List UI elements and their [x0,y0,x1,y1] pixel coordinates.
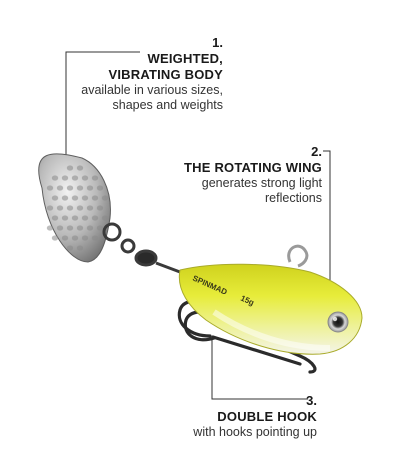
blade-dimple [91,175,99,181]
blade-dimple [81,235,89,241]
callout-number: 1. [212,35,223,50]
blade-dimple [66,165,74,171]
blade-dimple [71,175,79,181]
blade-dimple [101,215,109,221]
blade-dimple [76,245,84,251]
leader-line-3 [211,340,308,400]
blade-dimple [61,215,69,221]
blade-dimple [56,205,64,211]
blade-dimple [91,215,99,221]
callout-title-line: WEIGHTED, [147,50,223,66]
blade-dimple [76,165,84,171]
blade-dimple [71,195,79,201]
blade-dimple [46,205,54,211]
blade-dimple [96,185,104,191]
leader-line-1 [65,51,140,190]
blade-dimples [46,165,109,251]
blade-dimple [96,205,104,211]
blade-dimple [56,225,64,231]
blade-dimple [51,215,59,221]
blade-dimple [86,205,94,211]
blade-dimple [56,185,64,191]
blade-dimple [46,185,54,191]
blade-dimple [96,225,104,231]
callout-desc-line: with hooks pointing up [193,424,317,439]
blade-dimple [91,235,99,241]
blade-dimple [81,195,89,201]
callout-desc-line: available in various sizes, [81,82,223,97]
callout-title-line: VIBRATING BODY [108,66,223,82]
blade-dimple [76,205,84,211]
callout-number: 2. [311,144,322,159]
callout-title-line: THE ROTATING WING [184,159,322,175]
callout-rotating-wing: 2. THE ROTATING WING generates strong li… [184,144,322,206]
blade-dimple [76,185,84,191]
blade-dimple [46,225,54,231]
blade-dimple [51,195,59,201]
callout-desc-line: shapes and weights [112,97,224,112]
blade-dimple [76,225,84,231]
blade-dimple [71,215,79,221]
blade-dimple [86,225,94,231]
callout-desc-line: reflections [265,190,322,205]
blade-dimple [66,185,74,191]
lure-eye [327,311,349,333]
blade-dimple [91,195,99,201]
blade-dimple [61,195,69,201]
callout-weighted-body: 1. WEIGHTED, VIBRATING BODY available in… [81,35,223,113]
blade-dimple [61,235,69,241]
blade-dimple [66,225,74,231]
blade-dimple [81,215,89,221]
callout-number: 3. [306,393,317,408]
swivel [102,222,181,274]
blade-dimple [51,235,59,241]
blade-dimple [66,245,74,251]
blade-dimple [51,175,59,181]
blade-dimple [81,175,89,181]
line-tie [287,244,309,268]
blade-dimple [61,175,69,181]
callout-title-line: DOUBLE HOOK [217,408,317,424]
leader-line-2 [323,150,331,292]
blade-dimple [86,185,94,191]
spinner-blade [38,153,111,263]
blade-dimple [101,195,109,201]
blade-dimple [66,205,74,211]
callout-desc-line: generates strong light [201,175,322,190]
lure-body [178,263,363,355]
blade-dimple [71,235,79,241]
callout-double-hook: 3. DOUBLE HOOK with hooks pointing up [193,393,317,440]
